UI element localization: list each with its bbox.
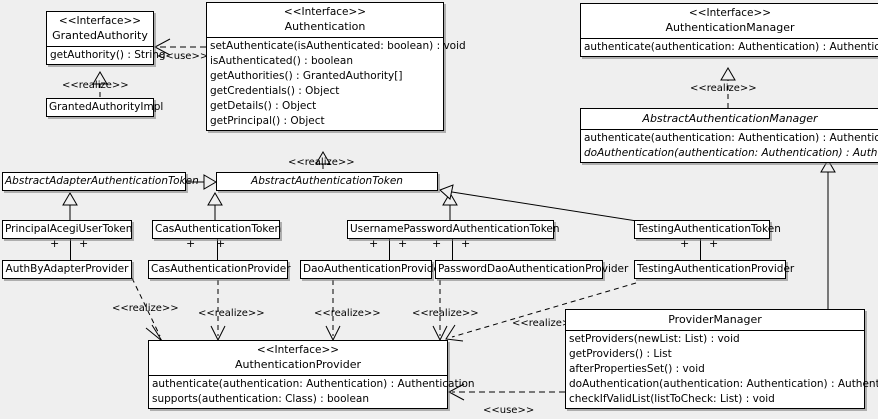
operation-doAuthentication: doAuthentication(authentication: Authent… bbox=[584, 147, 878, 159]
class-name: AuthByAdapterProvider bbox=[5, 263, 129, 275]
class-header-abstract-authentication-manager: AbstractAuthenticationManager bbox=[581, 109, 878, 129]
plus-marker: + bbox=[709, 237, 719, 250]
class-box-testing-authentication-provider[interactable]: TestingAuthenticationProvider bbox=[634, 260, 794, 279]
edge-label-realize-auth-by-adapter: <<realize>> bbox=[112, 303, 179, 314]
operation-setProviders: setProviders(newList: List) : void bbox=[569, 333, 740, 345]
class-name: AbstractAdapterAuthenticationToken bbox=[5, 175, 199, 187]
connector-upat-to-dao-provider bbox=[389, 237, 390, 261]
class-name: TestingAuthenticationToken bbox=[637, 223, 781, 235]
operation-supports: supports(authentication: Class) : boolea… bbox=[152, 393, 369, 405]
plus-marker: + bbox=[369, 237, 379, 250]
class-name: DaoAuthenticationProvider bbox=[303, 263, 445, 275]
class-operations-authentication-manager: authenticate(authentication: Authenticat… bbox=[581, 38, 878, 56]
class-stereotype: <<Interface>> bbox=[58, 15, 142, 27]
plus-marker: + bbox=[79, 237, 89, 250]
operation-isAuthenticated: isAuthenticated() : boolean bbox=[210, 55, 353, 67]
class-name: ProviderManager bbox=[668, 313, 762, 326]
edge-label-realize-cas-provider: <<realize>> bbox=[198, 308, 265, 319]
class-stereotype: <<Interface>> bbox=[283, 6, 367, 18]
class-name: UsernamePasswordAuthenticationToken bbox=[350, 223, 560, 235]
class-box-username-password-authentication-token[interactable]: UsernamePasswordAuthenticationToken bbox=[347, 220, 560, 239]
class-box-testing-authentication-token[interactable]: TestingAuthenticationToken bbox=[634, 220, 781, 239]
class-box-auth-by-adapter-provider[interactable]: AuthByAdapterProvider bbox=[2, 260, 132, 279]
operation-authenticate: authenticate(authentication: Authenticat… bbox=[584, 132, 878, 144]
class-stereotype: <<Interface>> bbox=[256, 344, 340, 356]
operation-authenticate: authenticate(authentication: Authenticat… bbox=[152, 378, 475, 390]
edge-label-use-authentication-grantedauthority: <<use>> bbox=[157, 51, 209, 62]
operation-authenticate: authenticate(authentication: Authenticat… bbox=[584, 41, 878, 53]
class-box-abstract-authentication-token[interactable]: AbstractAuthenticationToken bbox=[216, 172, 438, 191]
class-header-authentication-manager: <<Interface>> AuthenticationManager bbox=[581, 4, 878, 38]
class-name: AbstractAuthenticationToken bbox=[251, 175, 403, 187]
class-name: CasAuthenticationProvider bbox=[151, 263, 291, 275]
operation-getCredentials: getCredentials() : Object bbox=[210, 85, 340, 97]
class-name: GrantedAuthorityImpl bbox=[49, 101, 164, 113]
class-box-granted-authority[interactable]: <<Interface>> GrantedAuthority getAuthor… bbox=[46, 11, 166, 65]
edge-label-realize-password-dao-provider: <<realize>> bbox=[412, 308, 479, 319]
plus-marker: + bbox=[461, 237, 471, 250]
connector-upat-to-password-dao-provider bbox=[452, 237, 453, 261]
class-name: TestingAuthenticationProvider bbox=[637, 263, 795, 275]
class-box-cas-authentication-provider[interactable]: CasAuthenticationProvider bbox=[148, 260, 291, 279]
class-box-abstract-adapter-authentication-token[interactable]: AbstractAdapterAuthenticationToken bbox=[2, 172, 199, 191]
operation-doAuthentication: doAuthentication(authentication: Authent… bbox=[569, 378, 878, 390]
operation-afterPropertiesSet: afterPropertiesSet() : void bbox=[569, 363, 705, 375]
operation-getAuthorities: getAuthorities() : GrantedAuthority[] bbox=[210, 70, 403, 82]
class-box-cas-authentication-token[interactable]: CasAuthenticationToken bbox=[152, 220, 282, 239]
plus-marker: + bbox=[216, 237, 226, 250]
class-box-authentication[interactable]: <<Interface>> Authentication setAuthenti… bbox=[206, 2, 466, 131]
class-operations-abstract-authentication-manager: authenticate(authentication: Authenticat… bbox=[581, 129, 878, 162]
class-header-authentication-provider: <<Interface>> AuthenticationProvider bbox=[149, 341, 447, 375]
edge-label-realize-dao-provider: <<realize>> bbox=[314, 308, 381, 319]
class-header-authentication: <<Interface>> Authentication bbox=[207, 3, 443, 37]
operation-getDetails: getDetails() : Object bbox=[210, 100, 317, 112]
class-operations-provider-manager: setProviders(newList: List) : void getPr… bbox=[566, 330, 878, 408]
class-stereotype: <<Interface>> bbox=[688, 7, 772, 19]
class-header-granted-authority: <<Interface>> GrantedAuthority bbox=[47, 12, 153, 46]
connector-principal-token-to-auth-by-adapter bbox=[70, 237, 71, 261]
plus-marker: + bbox=[50, 237, 60, 250]
class-operations-authentication: setAuthenticate(isAuthenticated: boolean… bbox=[207, 37, 466, 130]
class-box-granted-authority-impl[interactable]: GrantedAuthorityImpl bbox=[46, 98, 163, 117]
class-box-provider-manager[interactable]: ProviderManager setProviders(newList: Li… bbox=[565, 309, 878, 409]
class-box-authentication-manager[interactable]: <<Interface>> AuthenticationManager auth… bbox=[580, 3, 878, 57]
class-name: PasswordDaoAuthenticationProvider bbox=[438, 263, 629, 275]
edge-label-realize-grantedauthorityimpl: <<realize>> bbox=[62, 80, 129, 91]
class-box-abstract-authentication-manager[interactable]: AbstractAuthenticationManager authentica… bbox=[580, 108, 878, 163]
plus-marker: + bbox=[432, 237, 442, 250]
class-name: CasAuthenticationToken bbox=[155, 223, 282, 235]
class-name: PrincipalAcegiUserToken bbox=[5, 223, 133, 235]
operation-getProviders: getProviders() : List bbox=[569, 348, 672, 360]
operation-setAuthenticate: setAuthenticate(isAuthenticated: boolean… bbox=[210, 40, 466, 52]
edge-label-use-providermanager-authenticationprovider: <<use>> bbox=[483, 405, 535, 416]
class-header-provider-manager: ProviderManager bbox=[566, 310, 864, 330]
class-operations-authentication-provider: authenticate(authentication: Authenticat… bbox=[149, 375, 475, 408]
class-box-authentication-provider[interactable]: <<Interface>> AuthenticationProvider aut… bbox=[148, 340, 475, 409]
plus-marker: + bbox=[186, 237, 196, 250]
class-name: GrantedAuthority bbox=[52, 29, 148, 42]
connector-testing-token-to-testing-provider bbox=[700, 237, 701, 261]
operation-checkIfValidList: checkIfValidList(listToCheck: List) : vo… bbox=[569, 393, 775, 405]
class-box-principal-acegi-user-token[interactable]: PrincipalAcegiUserToken bbox=[2, 220, 132, 239]
connector-cas-token-to-cas-provider bbox=[217, 237, 218, 261]
plus-marker: + bbox=[680, 237, 690, 250]
operation-getPrincipal: getPrincipal() : Object bbox=[210, 115, 325, 127]
class-operations-granted-authority: getAuthority() : String bbox=[47, 46, 166, 64]
operation-getAuthority: getAuthority() : String bbox=[50, 49, 166, 61]
class-name: AuthenticationProvider bbox=[234, 358, 362, 371]
class-box-password-dao-authentication-provider[interactable]: PasswordDaoAuthenticationProvider bbox=[435, 260, 628, 279]
edge-label-realize-abstract-authentication-manager: <<realize>> bbox=[690, 83, 757, 94]
edge-label-realize-abstract-token: <<realize>> bbox=[288, 157, 355, 168]
class-name: AbstractAuthenticationManager bbox=[642, 112, 818, 125]
plus-marker: + bbox=[398, 237, 408, 250]
class-name: Authentication bbox=[284, 20, 366, 33]
class-name: AuthenticationManager bbox=[665, 21, 795, 34]
class-box-dao-authentication-provider[interactable]: DaoAuthenticationProvider bbox=[300, 260, 444, 279]
